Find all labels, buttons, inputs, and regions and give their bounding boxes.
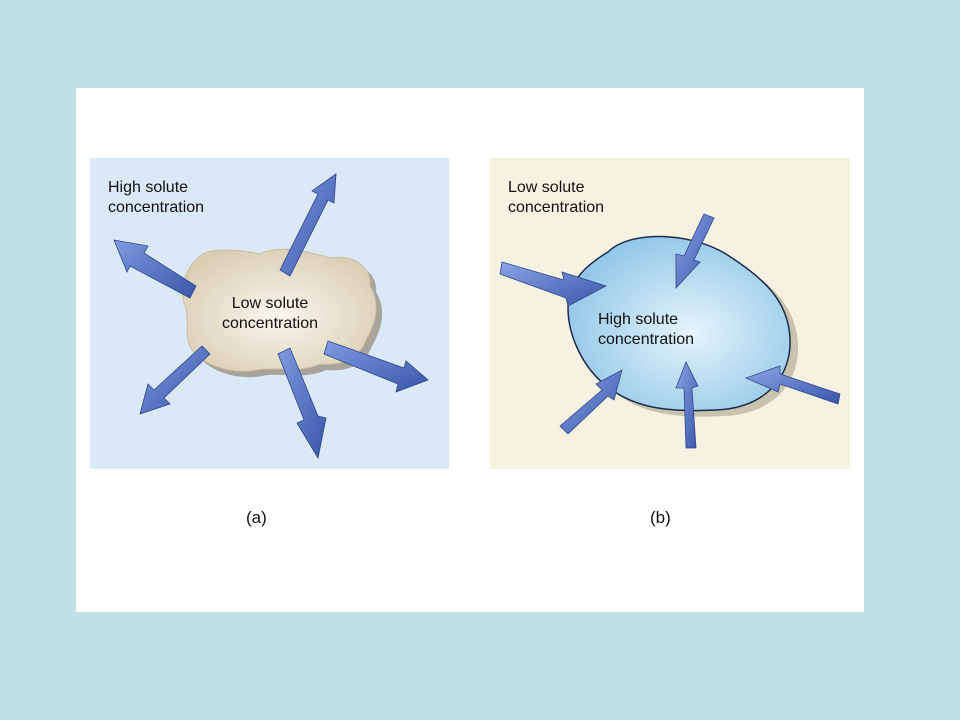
panel-b-svg	[490, 158, 850, 469]
panel-b-outer-label: Low solute concentration	[508, 179, 605, 216]
arrow-b-from-bottom	[675, 361, 699, 449]
panel-b-inner-label: High solute concentration	[598, 311, 695, 348]
panel-a-diagram: High solute concentration Low solute con…	[90, 158, 449, 469]
arrow-b-from-left	[499, 261, 608, 307]
caption-a: (a)	[246, 508, 267, 527]
panel-a-svg	[90, 158, 449, 469]
arrow-b-from-top-right	[675, 213, 715, 290]
arrow-b-from-bottom-left	[559, 369, 623, 435]
arrow-a-up-right	[279, 173, 337, 277]
panel-b-diagram: Low solute concentration High solute con…	[490, 158, 850, 469]
cell-b-body	[567, 235, 791, 412]
slide-card: High solute concentration Low solute con…	[76, 88, 864, 612]
arrow-a-down-left	[139, 345, 211, 415]
panel-a-inner-label: Low solute concentration	[221, 295, 319, 332]
panel-a-outer-label: High solute concentration	[108, 179, 205, 216]
arrow-b-from-bottom-right	[744, 365, 841, 405]
arrow-a-down	[277, 347, 327, 460]
arrow-a-right	[323, 340, 429, 393]
arrow-a-left	[113, 239, 197, 299]
caption-b: (b)	[650, 508, 671, 527]
